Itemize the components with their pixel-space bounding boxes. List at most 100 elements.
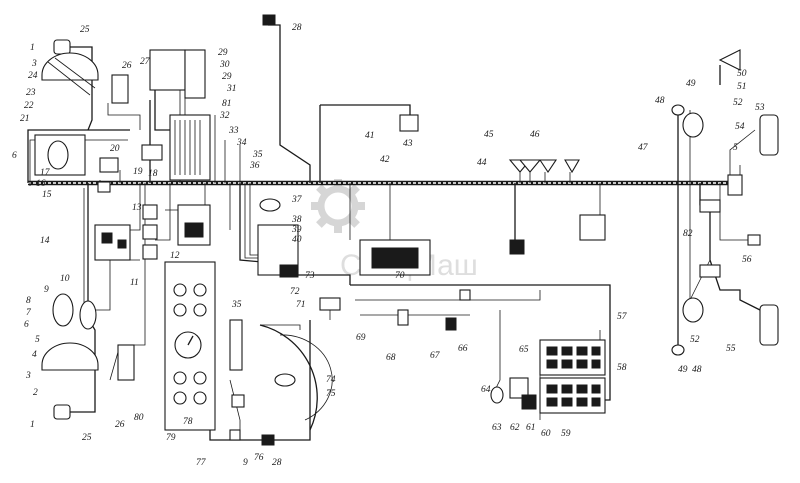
- callout-label: 6: [12, 151, 17, 161]
- connector-44: [509, 239, 525, 255]
- callout-label: 33: [228, 126, 239, 136]
- switch-16: [97, 181, 111, 193]
- callout-label: 14: [40, 236, 50, 246]
- horn-26-bottom: [117, 344, 135, 381]
- sensor-71: [319, 297, 341, 311]
- callout-label: 29: [222, 72, 232, 82]
- callout-label: 23: [26, 88, 36, 98]
- callout-label: 70: [395, 271, 405, 281]
- callout-label: 13: [132, 203, 142, 213]
- callout-label: 3: [31, 59, 37, 69]
- main-harness: [27, 129, 740, 186]
- side-light-5: [79, 300, 97, 330]
- lamps-45: [508, 159, 542, 173]
- callout-label: 24: [28, 71, 38, 81]
- callout-label: 58: [617, 363, 627, 373]
- callout-label: 76: [254, 453, 264, 463]
- callout-label: 48: [655, 96, 665, 106]
- horn-26-top: [111, 74, 129, 104]
- callout-label: 35: [252, 150, 263, 160]
- callout-label: 1: [30, 43, 35, 53]
- fuse-box-59: [539, 377, 606, 414]
- block-47: [579, 214, 606, 241]
- callout-label: 25: [82, 433, 92, 443]
- callout-label: 47: [638, 143, 649, 153]
- callout-label: 49: [686, 79, 696, 89]
- callout-label: 65: [519, 345, 529, 355]
- side-marker-lamp-top: [53, 39, 71, 55]
- callout-label: 43: [403, 139, 413, 149]
- tail-lamp-53: [759, 114, 779, 156]
- callout-label: 73: [305, 271, 315, 281]
- callout-label: 19: [133, 167, 143, 177]
- callout-label: 46: [530, 130, 540, 140]
- callout-label: 80: [134, 413, 144, 423]
- switch-48-top: [671, 104, 685, 116]
- callout-label: 9: [243, 458, 248, 468]
- fuse-block-27: [149, 49, 186, 91]
- callout-label: 5: [733, 143, 738, 153]
- relay-20: [99, 157, 119, 173]
- gear-logo-icon: [311, 179, 365, 233]
- callout-label: 35: [231, 300, 242, 310]
- callout-label: 55: [726, 344, 736, 354]
- callout-label: 53: [755, 103, 765, 113]
- callout-label: 62: [510, 423, 520, 433]
- sensor-63: [490, 386, 504, 404]
- callout-label: 68: [386, 353, 396, 363]
- callout-label: 72: [290, 287, 300, 297]
- lamp-52-bottom: [682, 297, 704, 323]
- callout-label: 18: [148, 169, 158, 179]
- speaker-50: [718, 49, 741, 71]
- callout-label: 71: [296, 300, 306, 310]
- center-components: [142, 14, 471, 446]
- sensor-28-bottom: [261, 434, 275, 446]
- callout-label: 28: [292, 23, 302, 33]
- callout-label: 5: [35, 335, 40, 345]
- side-light-7: [52, 293, 74, 327]
- switch-9-bottom: [229, 429, 241, 441]
- callout-label: 34: [236, 138, 247, 148]
- callout-label: 20: [110, 144, 120, 154]
- callout-label: 11: [130, 278, 139, 288]
- sensor-43: [399, 114, 419, 132]
- right-components: [490, 49, 779, 414]
- callout-label: 7: [26, 308, 32, 318]
- callout-label: 9: [44, 285, 49, 295]
- callout-label: 77: [196, 458, 207, 468]
- callout-label: 40: [292, 235, 302, 245]
- fuse-box-58: [539, 339, 606, 376]
- callout-label: 31: [226, 84, 237, 94]
- callout-label: 81: [222, 99, 232, 109]
- callout-label: 66: [458, 344, 468, 354]
- callout-label: 3: [25, 371, 31, 381]
- callout-label: 15: [42, 190, 52, 200]
- callout-label: 28: [272, 458, 282, 468]
- callout-label: 49: [678, 365, 688, 375]
- switch-67: [445, 317, 457, 331]
- callout-label: 37: [291, 195, 303, 205]
- callout-label: 32: [219, 111, 230, 121]
- callout-label: 26: [115, 420, 125, 430]
- callout-label: 75: [326, 389, 336, 399]
- relay-19: [141, 144, 163, 161]
- callout-label: 17: [40, 168, 51, 178]
- switch-11: [142, 244, 158, 260]
- block-33: [177, 204, 211, 246]
- headlamp-top: [41, 52, 99, 81]
- callout-label: 54: [735, 122, 745, 132]
- callout-label: 10: [60, 274, 70, 284]
- lamp-52-top: [682, 112, 704, 138]
- callout-label: 30: [219, 60, 230, 70]
- switch-13: [142, 204, 158, 220]
- callout-label: 25: [80, 25, 90, 35]
- callout-label: 69: [356, 333, 366, 343]
- callout-label: 64: [481, 385, 491, 395]
- callout-label: 44: [477, 158, 487, 168]
- switch-68: [397, 309, 409, 326]
- lamps-46: [538, 159, 580, 174]
- left-components: [34, 39, 211, 420]
- callout-label: 36: [249, 161, 260, 171]
- callout-label: 60: [541, 429, 551, 439]
- callout-label: 8: [26, 296, 31, 306]
